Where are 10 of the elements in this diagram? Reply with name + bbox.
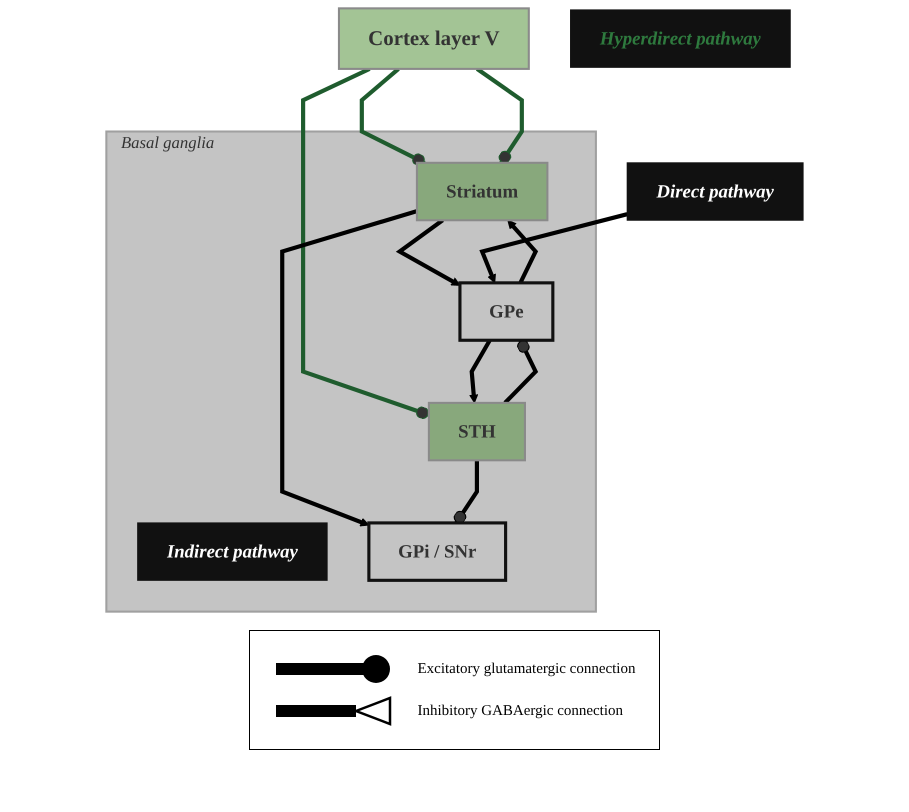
brain-region-box: GPi / SNr	[367, 521, 507, 582]
pathway-label: Hyperdirect pathway	[570, 9, 791, 68]
pathway-label: Direct pathway	[626, 162, 804, 221]
brain-region-box: Striatum	[416, 162, 548, 222]
brain-region-box: GPe	[458, 281, 554, 342]
legend-text: Excitatory glutamatergic connection	[418, 660, 636, 678]
brain-region-box: Cortex layer V	[338, 7, 530, 70]
brain-region-box: STH	[428, 402, 526, 462]
pathway-label: Indirect pathway	[136, 522, 328, 581]
legend-text: Inhibitory GABAergic connection	[418, 702, 624, 720]
